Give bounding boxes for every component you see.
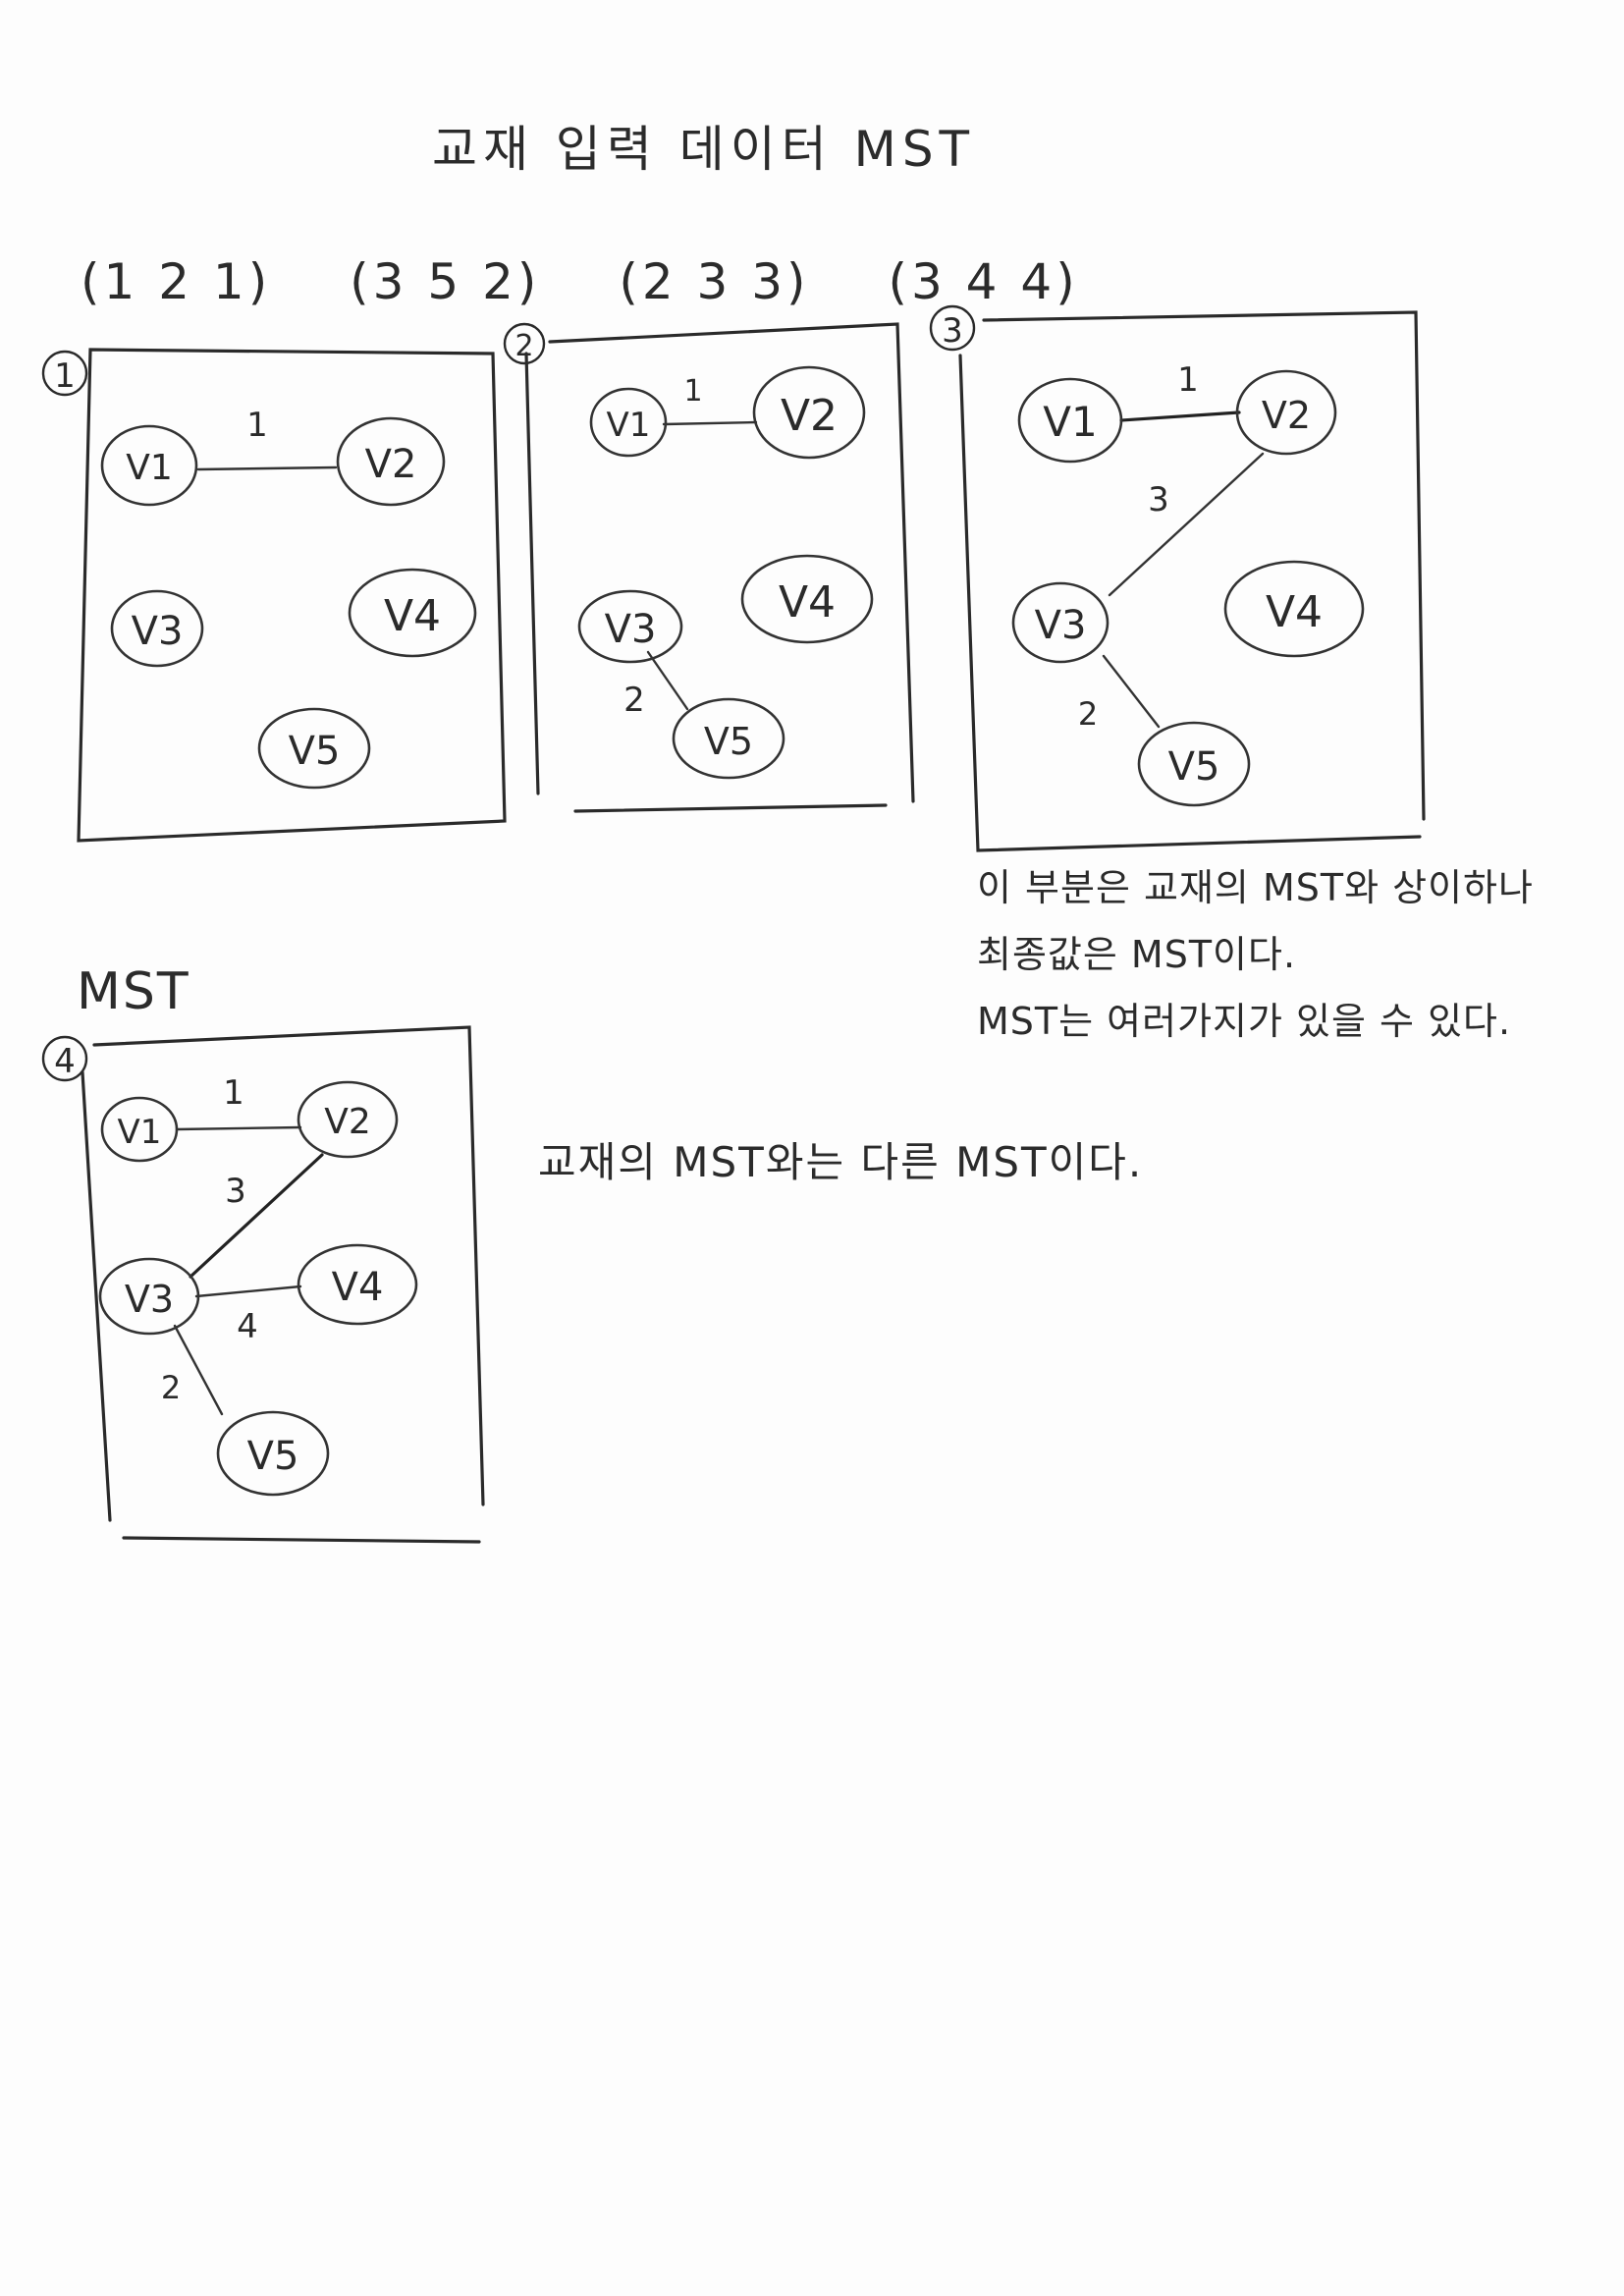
vertex-v5 (1137, 721, 1251, 807)
page-title: 교재 입력 데이터 MST (432, 121, 976, 178)
edge-v1-v2 (662, 420, 758, 426)
edge-v2-v3 (1108, 452, 1265, 597)
vertex-v4 (348, 568, 477, 658)
panel-step-2: 2 1 2 V1 V2 V3 V4 V5 (503, 322, 915, 813)
edge-v3-v4 (194, 1285, 302, 1298)
step-badge-3 (929, 304, 976, 352)
step-badge-4 (41, 1035, 88, 1082)
edge-tuple-4: (3 4 4) (888, 253, 1079, 310)
panel-frame-3 (958, 310, 1426, 852)
edge-weight-1-2: 1 (683, 374, 702, 409)
edge-weight-2-3: 3 (225, 1172, 246, 1211)
note-line-2: 최종값은 MST이다. (977, 933, 1297, 976)
panel-frame-1 (77, 348, 507, 843)
edge-v3-v5 (646, 650, 689, 711)
vertex-v2 (297, 1080, 399, 1159)
vertex-label-v1: V1 (118, 1113, 162, 1152)
vertex-label-v3: V3 (125, 1278, 174, 1321)
input-edge-list: (1 2 1) (3 5 2) (2 3 3) (3 4 4) (81, 253, 1138, 310)
edge-v2-v3 (189, 1153, 324, 1279)
edge-weight-3-5: 2 (1078, 695, 1098, 733)
vertex-v5 (257, 707, 371, 790)
panel-step-1: 1 1 V1 V2 V3 V4 V5 (41, 348, 507, 843)
vertex-label-v5: V5 (1168, 744, 1220, 790)
vertex-v3 (577, 589, 683, 664)
vertex-label-v4: V4 (332, 1265, 384, 1310)
vertex-label-v3: V3 (132, 609, 184, 654)
note-line-3: MST는 여러가지가 있을 수 있다. (977, 1000, 1512, 1043)
vertex-v5 (216, 1410, 330, 1497)
vertex-v3 (98, 1257, 200, 1336)
edge-weight-1-2: 1 (246, 406, 268, 445)
vertex-v4 (297, 1243, 418, 1326)
edge-v1-v2 (175, 1125, 302, 1131)
panel-step-3: 3 1 3 2 V1 V2 V3 V4 V5 (929, 304, 1426, 852)
panel-frame-2 (524, 322, 915, 813)
mst-remark: 교재의 MST와는 다른 MST이다. (538, 1138, 1144, 1186)
edge-weight-1-2: 1 (1177, 360, 1199, 400)
edge-weight-2-3: 3 (1148, 480, 1169, 519)
panel-step-4: 4 1 3 4 2 V1 V2 V3 V4 V5 (41, 1025, 485, 1544)
vertex-label-v2: V2 (365, 442, 417, 487)
edge-tuple-3: (2 3 3) (619, 253, 810, 310)
vertex-label-v2: V2 (1262, 394, 1311, 437)
vertex-v3 (1011, 581, 1110, 664)
step-number-4: 4 (54, 1042, 76, 1081)
edge-weight-3-5: 2 (161, 1369, 181, 1406)
vertex-label-v4: V4 (384, 591, 441, 641)
vertex-v4 (740, 554, 874, 644)
step-badge-2 (503, 322, 546, 365)
vertex-label-v3: V3 (605, 607, 657, 652)
vertex-v2 (752, 365, 866, 460)
vertex-label-v1: V1 (126, 448, 173, 488)
vertex-v2 (336, 416, 446, 507)
note-line-1: 이 부분은 교재의 MST와 상이하나 (977, 866, 1534, 909)
vertex-label-v5: V5 (704, 720, 753, 763)
vertex-label-v2: V2 (324, 1102, 371, 1142)
vertex-label-v3: V3 (1035, 603, 1087, 648)
edge-tuple-2: (3 5 2) (350, 253, 541, 310)
vertex-label-v5: V5 (289, 729, 341, 774)
vertex-v5 (672, 697, 785, 780)
edge-weight-3-4: 4 (237, 1307, 258, 1346)
panel-frame-4 (81, 1025, 485, 1544)
edge-weight-3-5: 2 (623, 681, 645, 720)
step-number-3: 3 (942, 311, 963, 351)
vertex-label-v2: V2 (781, 391, 838, 441)
vertex-label-v1: V1 (1043, 398, 1097, 446)
vertex-v1 (100, 424, 198, 507)
step-badge-1 (41, 350, 88, 397)
vertex-v1 (589, 387, 668, 458)
vertex-v1 (100, 1096, 179, 1163)
vertex-label-v1: V1 (607, 406, 651, 445)
step-number-1: 1 (54, 356, 76, 396)
edge-tuple-1: (1 2 1) (81, 253, 272, 310)
vertex-v4 (1223, 560, 1365, 658)
mst-heading: MST (77, 962, 190, 1021)
vertex-label-v5: V5 (247, 1434, 299, 1479)
edge-v3-v5 (173, 1324, 224, 1416)
edge-weight-1-2: 1 (223, 1073, 244, 1113)
edge-v1-v2 (196, 465, 338, 471)
vertex-v1 (1017, 377, 1123, 464)
vertex-v3 (110, 589, 204, 668)
vertex-label-v4: V4 (1266, 587, 1323, 637)
edge-v3-v5 (1102, 654, 1161, 729)
vertex-v2 (1235, 369, 1337, 456)
edge-v1-v2 (1119, 410, 1241, 422)
step-number-2: 2 (514, 329, 533, 363)
vertex-label-v4: V4 (779, 577, 836, 628)
